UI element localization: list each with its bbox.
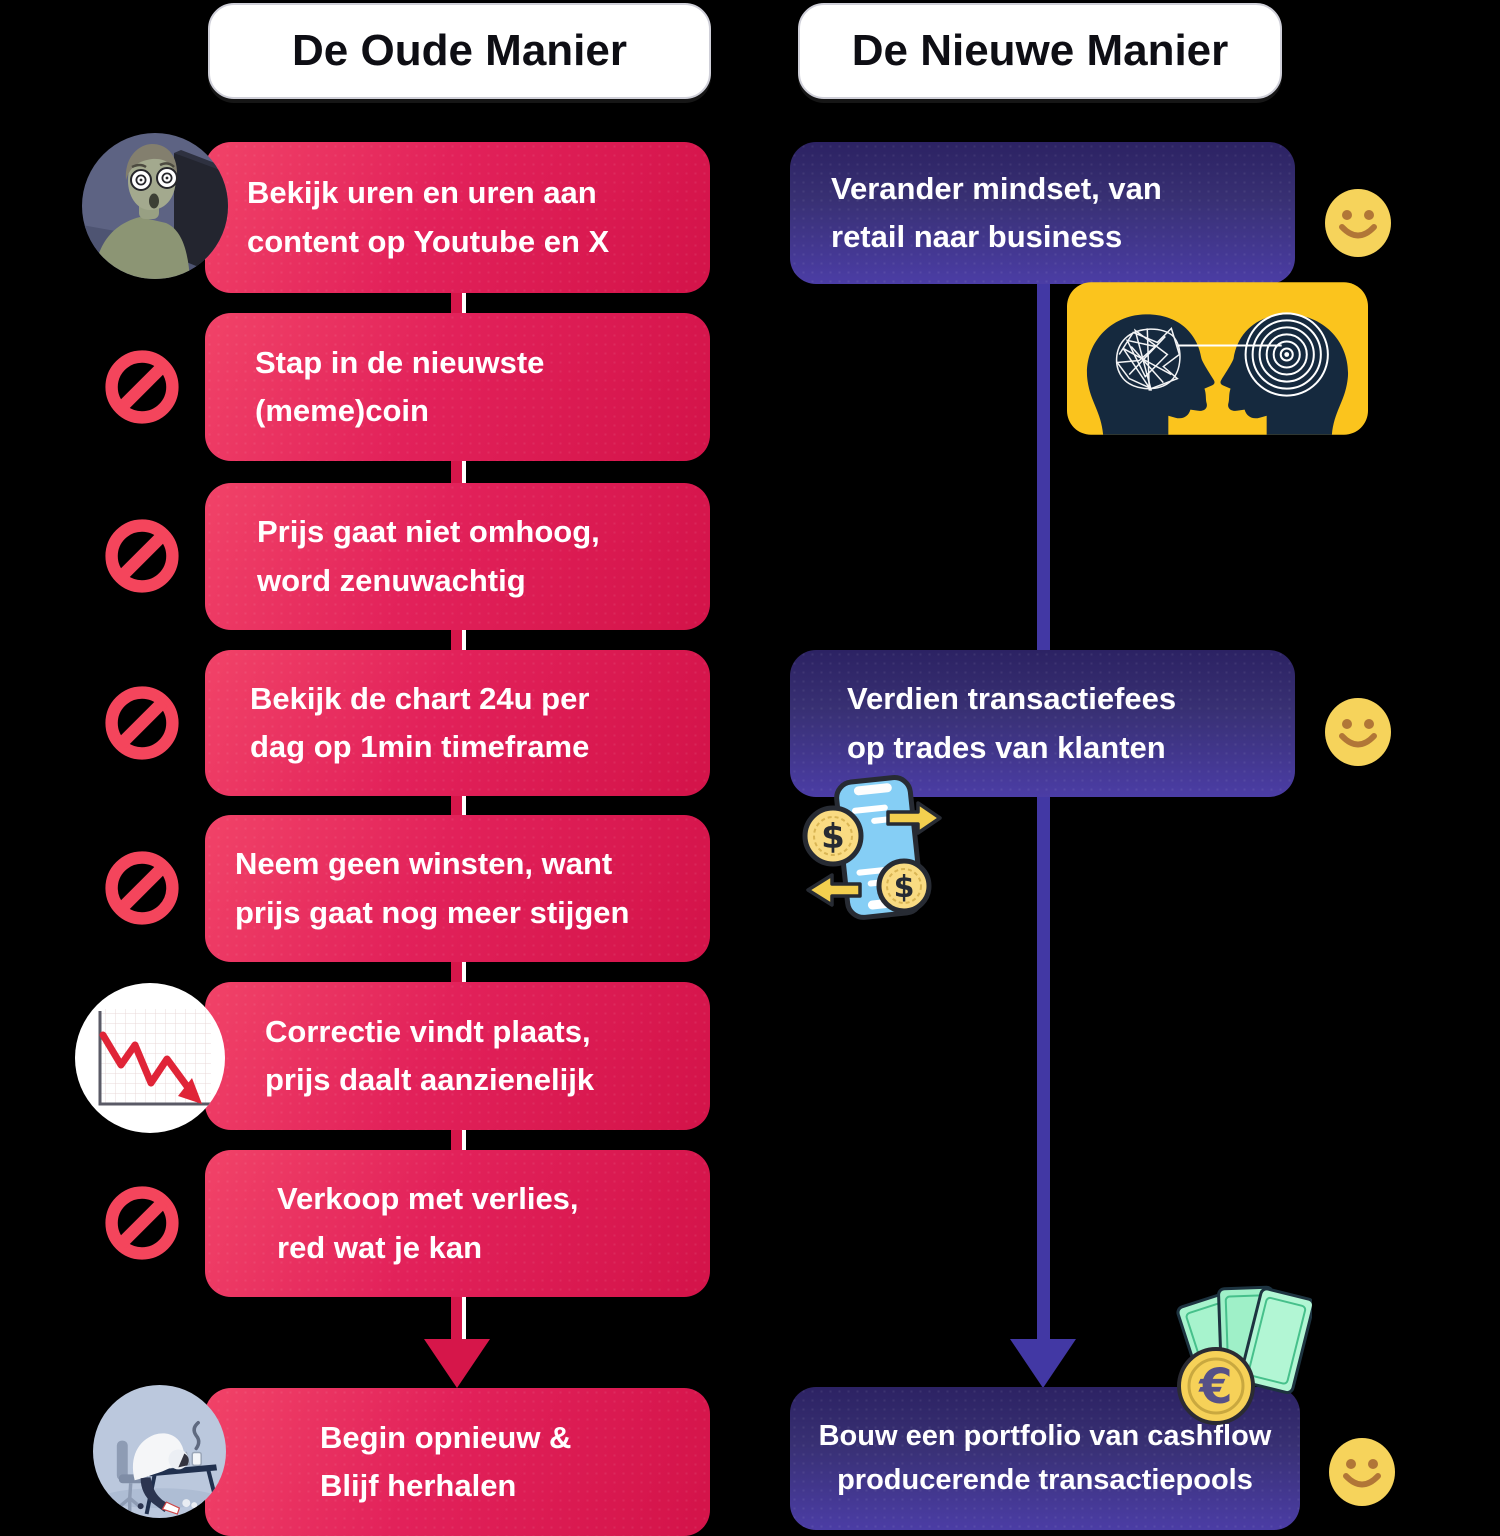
new-flow-arrowhead-icon	[1010, 1339, 1076, 1388]
old-flow-connector	[451, 630, 462, 650]
old-flow-connector	[451, 796, 462, 815]
old-flow-connector	[451, 1130, 462, 1150]
old-flow-connector-highlight	[462, 796, 466, 815]
svg-text:$: $	[821, 817, 845, 857]
old-flow-connector	[451, 461, 462, 483]
old-flow-arrow-shaft-highlight	[462, 1297, 466, 1341]
old-step-text-3: Prijs gaat niet omhoog, word zenuwachtig	[257, 514, 600, 598]
prohibition-icon	[104, 685, 180, 761]
old-step-box-1: Bekijk uren en uren aan content op Youtu…	[205, 142, 710, 293]
mindset-heads-illustration	[1067, 282, 1368, 435]
old-step-text-8: Begin opnieuw & Blijf herhalen	[320, 1419, 572, 1503]
slumped-desk-avatar-icon	[93, 1385, 226, 1518]
doomscroll-avatar-icon	[82, 133, 228, 279]
prohibition-icon	[104, 1185, 180, 1261]
old-flow-connector-highlight	[462, 1130, 466, 1150]
old-flow-connector-highlight	[462, 962, 466, 982]
old-step-text-1: Bekijk uren en uren aan content op Youtu…	[247, 175, 610, 259]
old-step-box-8: Begin opnieuw & Blijf herhalen	[205, 1388, 710, 1536]
old-step-box-2: Stap in de nieuwste (meme)coin	[205, 313, 710, 461]
new-flow-connector	[1037, 283, 1050, 1341]
header-new-way-label: De Nieuwe Manier	[851, 26, 1229, 75]
old-flow-connector-highlight	[462, 630, 466, 650]
old-step-box-6: Correctie vindt plaats, prijs daalt aanz…	[205, 982, 710, 1130]
old-flow-connector	[451, 293, 462, 313]
old-step-text-5: Neem geen winsten, want prijs gaat nog m…	[235, 846, 630, 930]
phone-transactions-illustration: $ $	[800, 772, 948, 924]
svg-text:$: $	[894, 870, 915, 905]
old-flow-connector-highlight	[462, 293, 466, 313]
old-flow-arrowhead-icon	[424, 1339, 490, 1388]
old-step-box-7: Verkoop met verlies, red wat je kan	[205, 1150, 710, 1297]
header-old-way: De Oude Manier	[208, 3, 711, 99]
prohibition-icon	[104, 518, 180, 594]
old-flow-arrow-shaft	[451, 1297, 462, 1341]
new-step-text-2: Verdien transactiefees op trades van kla…	[847, 681, 1177, 765]
new-step-text-1: Verander mindset, van retail naar busine…	[831, 170, 1162, 254]
old-step-text-2: Stap in de nieuwste (meme)coin	[255, 344, 545, 428]
smiley-icon	[1323, 188, 1393, 258]
old-step-text-4: Bekijk de chart 24u per dag op 1min time…	[250, 680, 590, 764]
old-step-text-7: Verkoop met verlies, red wat je kan	[277, 1181, 579, 1265]
svg-text:€: €	[1198, 1359, 1232, 1415]
old-step-box-4: Bekijk de chart 24u per dag op 1min time…	[205, 650, 710, 796]
prohibition-icon	[104, 349, 180, 425]
prohibition-icon	[104, 850, 180, 926]
new-step-box-2: Verdien transactiefees op trades van kla…	[790, 650, 1295, 797]
new-step-text-3: Bouw een portfolio van cashflow producer…	[818, 1420, 1272, 1496]
old-step-text-6: Correctie vindt plaats, prijs daalt aanz…	[265, 1013, 595, 1097]
old-flow-connector	[451, 962, 462, 982]
smiley-icon	[1323, 697, 1393, 767]
header-new-way: De Nieuwe Manier	[798, 3, 1282, 99]
declining-chart-icon	[75, 983, 225, 1133]
smiley-icon	[1327, 1437, 1397, 1507]
old-step-box-3: Prijs gaat niet omhoog, word zenuwachtig	[205, 483, 710, 630]
euro-cash-illustration: €	[1172, 1280, 1315, 1428]
old-step-box-5: Neem geen winsten, want prijs gaat nog m…	[205, 815, 710, 962]
header-old-way-label: De Oude Manier	[292, 26, 627, 75]
old-flow-connector-highlight	[462, 461, 466, 483]
new-step-box-1: Verander mindset, van retail naar busine…	[790, 142, 1295, 284]
